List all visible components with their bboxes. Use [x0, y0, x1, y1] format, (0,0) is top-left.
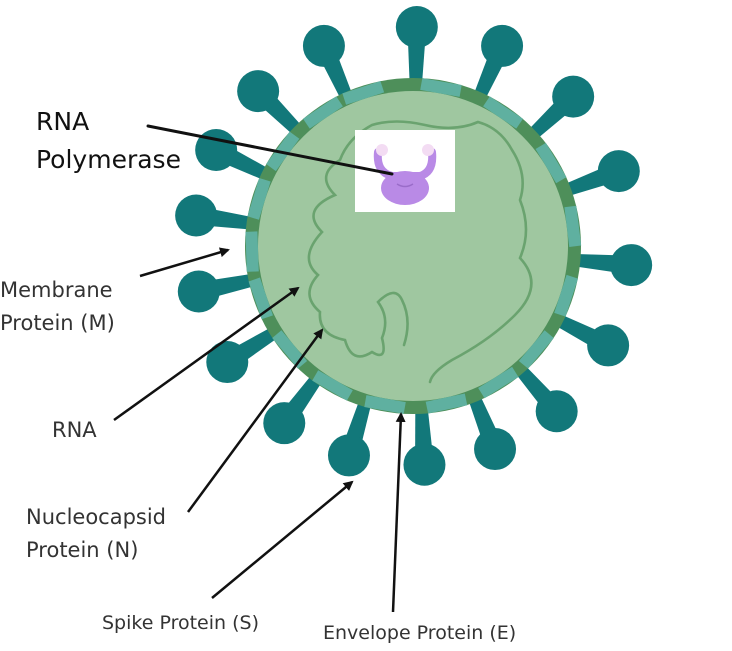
spike-head: [395, 6, 438, 49]
membrane-protein-bar: [554, 274, 579, 317]
arrow-membrane-protein: [139, 247, 230, 278]
membrane-protein-bar: [303, 96, 343, 129]
pointer-arrows: [113, 124, 406, 613]
label-nucleocapsid-protein-line1: Nucleocapsid: [26, 505, 167, 529]
spike-head: [552, 75, 595, 118]
label-spike-protein: Spike Protein (S): [102, 612, 259, 634]
spike-head: [597, 150, 640, 193]
label-nucleocapsid-protein: Nucleocapsid Protein (N): [26, 501, 166, 566]
rna-strand: [307, 120, 533, 384]
arrow-spike-protein: [211, 480, 354, 599]
membrane-protein-bar: [535, 142, 567, 184]
rna-polymerase-icon: [373, 144, 437, 205]
virus-interior: [258, 91, 568, 401]
arrow-rna: [113, 286, 300, 422]
membrane-protein-bar: [478, 366, 519, 399]
label-nucleocapsid-protein-line2: Protein (N): [26, 537, 139, 562]
label-membrane-protein-line1: Membrane: [0, 278, 113, 302]
membrane-proteins: [245, 78, 582, 414]
membrane-protein-bar: [425, 393, 468, 414]
spike-head: [237, 70, 280, 113]
membrane-protein-bar: [518, 330, 554, 369]
membrane-protein-bar: [247, 178, 271, 220]
membrane-protein-bar: [312, 370, 353, 401]
arrow-nucleocapsid-protein: [186, 328, 324, 513]
label-envelope-protein: Envelope Protein (E): [323, 622, 517, 644]
membrane-protein-bar: [564, 205, 582, 247]
spike-head: [206, 341, 249, 384]
membrane-protein-bar: [364, 395, 406, 414]
label-rna-polymerase-line2: Polymerase: [36, 144, 181, 174]
membrane-protein-bar: [272, 330, 308, 369]
membrane-protein-bar: [245, 231, 259, 272]
spike-head: [610, 244, 653, 287]
label-rna-polymerase: RNA Polymerase: [36, 103, 181, 178]
arrow-envelope-protein: [391, 412, 406, 613]
label-membrane-protein-line2: Protein (M): [0, 310, 115, 335]
membrane-protein-bar: [483, 96, 523, 129]
label-rna-polymerase-line1: RNA: [36, 107, 90, 136]
membrane-protein-bar: [420, 78, 462, 97]
spike-head: [327, 434, 370, 477]
spike-head: [403, 443, 446, 486]
label-membrane-protein: Membrane Protein (M): [0, 274, 115, 339]
spike-head: [263, 402, 306, 445]
label-rna: RNA: [52, 418, 97, 442]
spike-head: [195, 128, 238, 171]
spike-head: [175, 194, 218, 237]
spike-head: [587, 324, 630, 367]
spike-head: [481, 24, 524, 67]
arrow-rna-polymerase: [146, 124, 394, 176]
membrane-protein-bar: [342, 80, 385, 105]
spike-head: [474, 428, 517, 471]
spike-head: [535, 390, 578, 433]
spike-head: [302, 24, 345, 67]
spike-head: [177, 270, 220, 313]
